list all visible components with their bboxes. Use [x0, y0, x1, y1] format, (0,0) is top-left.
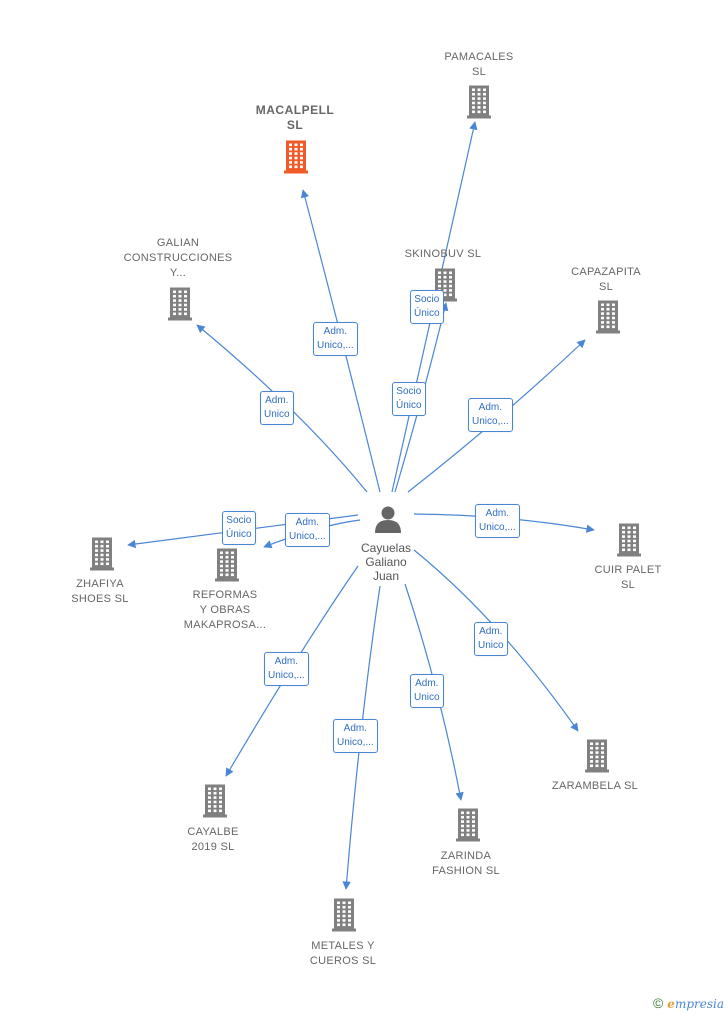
edge-label-cayalbe[interactable]: Adm.Unico,... — [264, 652, 309, 686]
building-icon-cayalbe[interactable] — [203, 784, 227, 818]
building-icon-capazapita[interactable] — [596, 300, 620, 334]
company-label-skinobuv[interactable]: SKINOBUV SL — [404, 248, 482, 260]
edge-label-capazapita[interactable]: Adm.Unico,... — [468, 398, 513, 432]
edge-label-cuir[interactable]: Adm.Unico,... — [475, 504, 520, 538]
building-icon-metales[interactable] — [332, 898, 356, 932]
person-icon[interactable] — [375, 506, 401, 534]
edge-label-zarinda[interactable]: Adm.Unico — [410, 674, 444, 708]
building-icon-reformas[interactable] — [215, 548, 239, 582]
building-icon-zarinda[interactable] — [456, 808, 480, 842]
edge-label-macalpell[interactable]: Adm.Unico,... — [313, 322, 358, 356]
building-icon-macalpell[interactable] — [284, 140, 308, 174]
edge-label-galian[interactable]: Adm.Unico — [260, 391, 294, 425]
building-icon-zhafiya[interactable] — [90, 537, 114, 571]
building-icon-pamacales[interactable] — [467, 85, 491, 119]
building-icon-cuir[interactable] — [617, 523, 641, 557]
footer-brand[interactable]: ©empresia — [652, 995, 724, 1011]
edge-label-zarambela[interactable]: Adm.Unico — [474, 622, 508, 656]
edge-label-reformas[interactable]: Adm.Unico,... — [285, 513, 330, 547]
company-label-zarambela[interactable]: ZARAMBELA SL — [551, 780, 639, 792]
building-icon-zarambela[interactable] — [585, 739, 609, 773]
copyright-icon: © — [652, 995, 664, 1011]
building-icon-galian[interactable] — [168, 287, 192, 321]
edge-label-metales[interactable]: Adm.Unico,... — [333, 719, 378, 753]
